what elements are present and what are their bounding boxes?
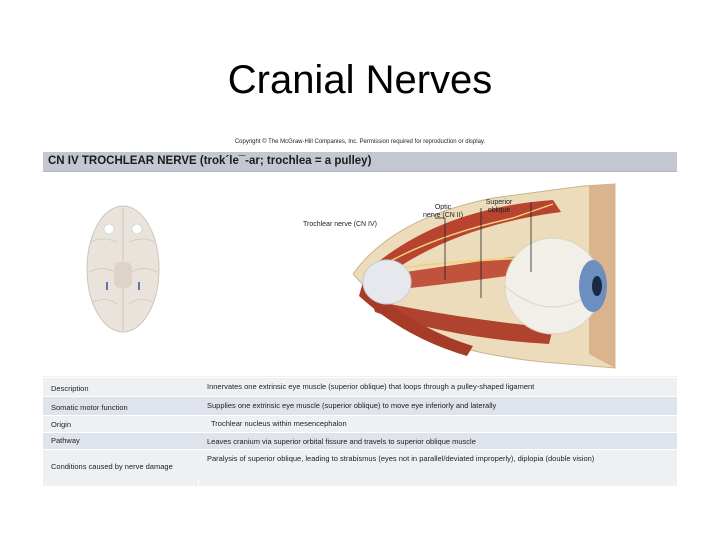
row-key: Pathway (51, 436, 80, 445)
label-superior-oblique: Superior oblique (485, 199, 513, 214)
row-value: Paralysis of superior oblique, leading t… (207, 454, 595, 463)
row-value: Innervates one extrinsic eye muscle (sup… (207, 382, 535, 391)
row-value: Supplies one extrinsic eye muscle (super… (207, 401, 497, 410)
orbit-eye-illustration (353, 183, 616, 369)
table-row: Conditions caused by nerve damage Paraly… (43, 449, 677, 480)
row-key: Origin (51, 420, 72, 429)
panel-heading: CN IV TROCHLEAR NERVE (trok´le¯-ar; troc… (48, 155, 372, 167)
label-optic-nerve: Optic nerve (CN II) (422, 204, 464, 219)
panel-banner: CN IV TROCHLEAR NERVE (trok´le¯-ar; troc… (43, 152, 677, 172)
copyright-notice: Copyright © The McGraw-Hill Companies, I… (234, 139, 486, 145)
slide-title: Cranial Nerves (227, 58, 493, 102)
row-value: Trochlear nucleus within mesencephalon (211, 419, 347, 428)
illustration-area: Optic nerve (CN II) Superior oblique Tro… (43, 172, 677, 376)
row-key: Conditions caused by nerve damage (51, 462, 173, 471)
table-row: Description Innervates one extrinsic eye… (43, 377, 677, 396)
table-row: Pathway Leaves cranium via superior orbi… (43, 432, 677, 449)
table-row: Origin Trochlear nucleus within mesencep… (43, 415, 677, 432)
brain-inferior-view-image (86, 205, 160, 333)
label-trochlear-nerve: Trochlear nerve (CN IV) (302, 221, 378, 228)
row-key: Somatic motor function (51, 403, 128, 412)
nerve-panel: CN IV TROCHLEAR NERVE (trok´le¯-ar; troc… (43, 152, 677, 486)
table-row: Somatic motor function Supplies one extr… (43, 396, 677, 415)
row-key: Description (51, 384, 89, 393)
row-value: Leaves cranium via superior orbital fiss… (207, 437, 476, 446)
